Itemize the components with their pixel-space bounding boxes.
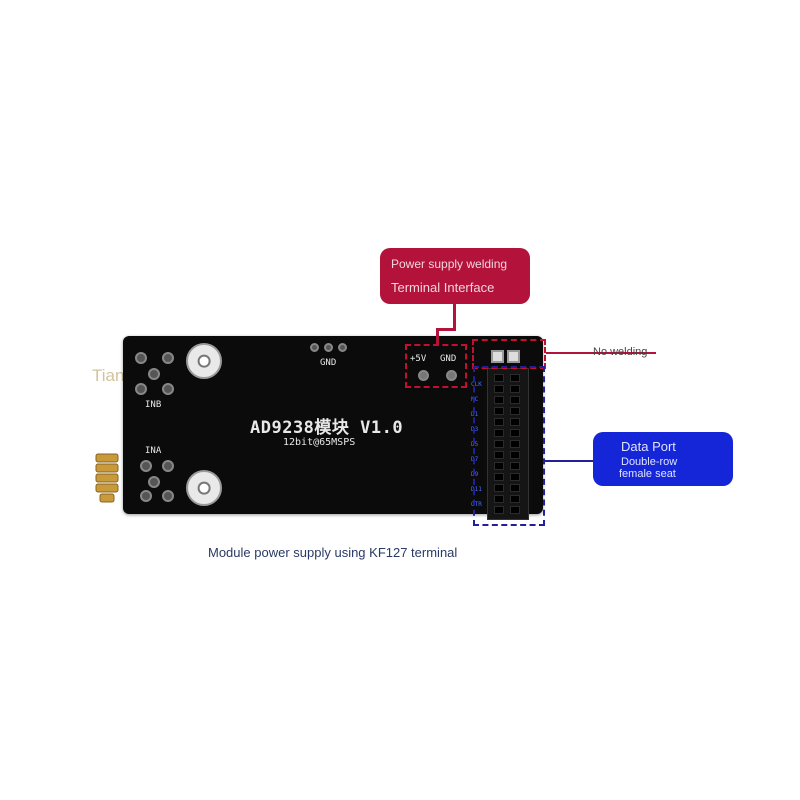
inb-pad-4 bbox=[135, 383, 147, 395]
header-socket bbox=[510, 396, 520, 404]
header-socket bbox=[510, 462, 520, 470]
ina-pad-5 bbox=[162, 490, 174, 502]
power-callout-line2: Terminal Interface bbox=[391, 280, 495, 295]
power-callout-connector-v2 bbox=[436, 328, 439, 344]
power-callout: Power supply welding Terminal Interface bbox=[380, 248, 530, 304]
ina-pad-3 bbox=[148, 476, 160, 488]
header-socket bbox=[510, 440, 520, 448]
ina-pad-1 bbox=[140, 460, 152, 472]
gnd-pad-1 bbox=[310, 343, 319, 352]
header-socket bbox=[510, 484, 520, 492]
power-callout-line1: Power supply welding bbox=[391, 257, 508, 271]
plus5v-pad bbox=[418, 370, 429, 381]
data-callout-line3: female seat bbox=[619, 468, 676, 480]
data-callout-line1: Data Port bbox=[621, 439, 676, 454]
sma-connector bbox=[95, 453, 119, 503]
inb-pad-5 bbox=[162, 383, 174, 395]
gnd-top-label: GND bbox=[320, 358, 337, 368]
header-socket bbox=[510, 451, 520, 459]
no-welding-label: No welding bbox=[593, 346, 648, 358]
header-socket bbox=[510, 429, 520, 437]
header-socket bbox=[494, 440, 504, 448]
header-socket bbox=[494, 484, 504, 492]
header-socket bbox=[494, 462, 504, 470]
header-socket bbox=[494, 473, 504, 481]
header-socket bbox=[494, 396, 504, 404]
header-socket bbox=[494, 418, 504, 426]
board-title: AD9238模块 V1.0 bbox=[250, 418, 404, 438]
gnd-terminal-label: GND bbox=[440, 354, 457, 364]
header-socket bbox=[494, 385, 504, 393]
pin-label: OTR bbox=[471, 501, 482, 508]
header-socket bbox=[510, 473, 520, 481]
header-socket bbox=[510, 506, 520, 514]
data-callout-line2: Double-row bbox=[621, 456, 678, 468]
header-top-pad-1 bbox=[491, 350, 504, 363]
gnd-pad-2 bbox=[324, 343, 333, 352]
ina-pad-4 bbox=[140, 490, 152, 502]
inb-pad-1 bbox=[135, 352, 147, 364]
header-socket bbox=[510, 418, 520, 426]
inb-pad-3 bbox=[148, 368, 160, 380]
no-welding-line bbox=[546, 352, 656, 354]
power-callout-connector bbox=[453, 304, 456, 330]
gnd-terminal-pad bbox=[446, 370, 457, 381]
header-socket bbox=[510, 385, 520, 393]
ina-pad-2 bbox=[162, 460, 174, 472]
header-socket bbox=[494, 451, 504, 459]
inb-label: INB bbox=[145, 400, 162, 410]
header-top-pad-2 bbox=[507, 350, 520, 363]
board-subtitle: 12bit@65MSPS bbox=[283, 437, 356, 448]
watermark: Tian bbox=[92, 366, 125, 385]
no-welding-highlight bbox=[472, 339, 546, 369]
pin-label: CLK bbox=[471, 381, 482, 388]
ina-label: INA bbox=[145, 446, 162, 456]
power-terminal-highlight bbox=[405, 344, 467, 388]
header-socket bbox=[494, 407, 504, 415]
data-port-highlight bbox=[473, 366, 545, 526]
power-callout-connector-h bbox=[436, 328, 456, 331]
mounting-hole-bottom bbox=[186, 470, 222, 506]
header-socket bbox=[494, 374, 504, 382]
header-socket bbox=[494, 429, 504, 437]
header-socket bbox=[494, 506, 504, 514]
data-callout: Data Port Double-row female seat bbox=[593, 432, 733, 486]
gnd-pad-3 bbox=[338, 343, 347, 352]
header-socket bbox=[510, 495, 520, 503]
mounting-hole-top bbox=[186, 343, 222, 379]
header-socket bbox=[494, 495, 504, 503]
header-socket bbox=[510, 407, 520, 415]
data-callout-line bbox=[545, 460, 595, 462]
plus5v-label: +5V bbox=[410, 354, 427, 364]
caption: Module power supply using KF127 terminal bbox=[208, 545, 458, 560]
header-socket bbox=[510, 374, 520, 382]
pin-label: D11 bbox=[471, 486, 482, 493]
inb-pad-2 bbox=[162, 352, 174, 364]
